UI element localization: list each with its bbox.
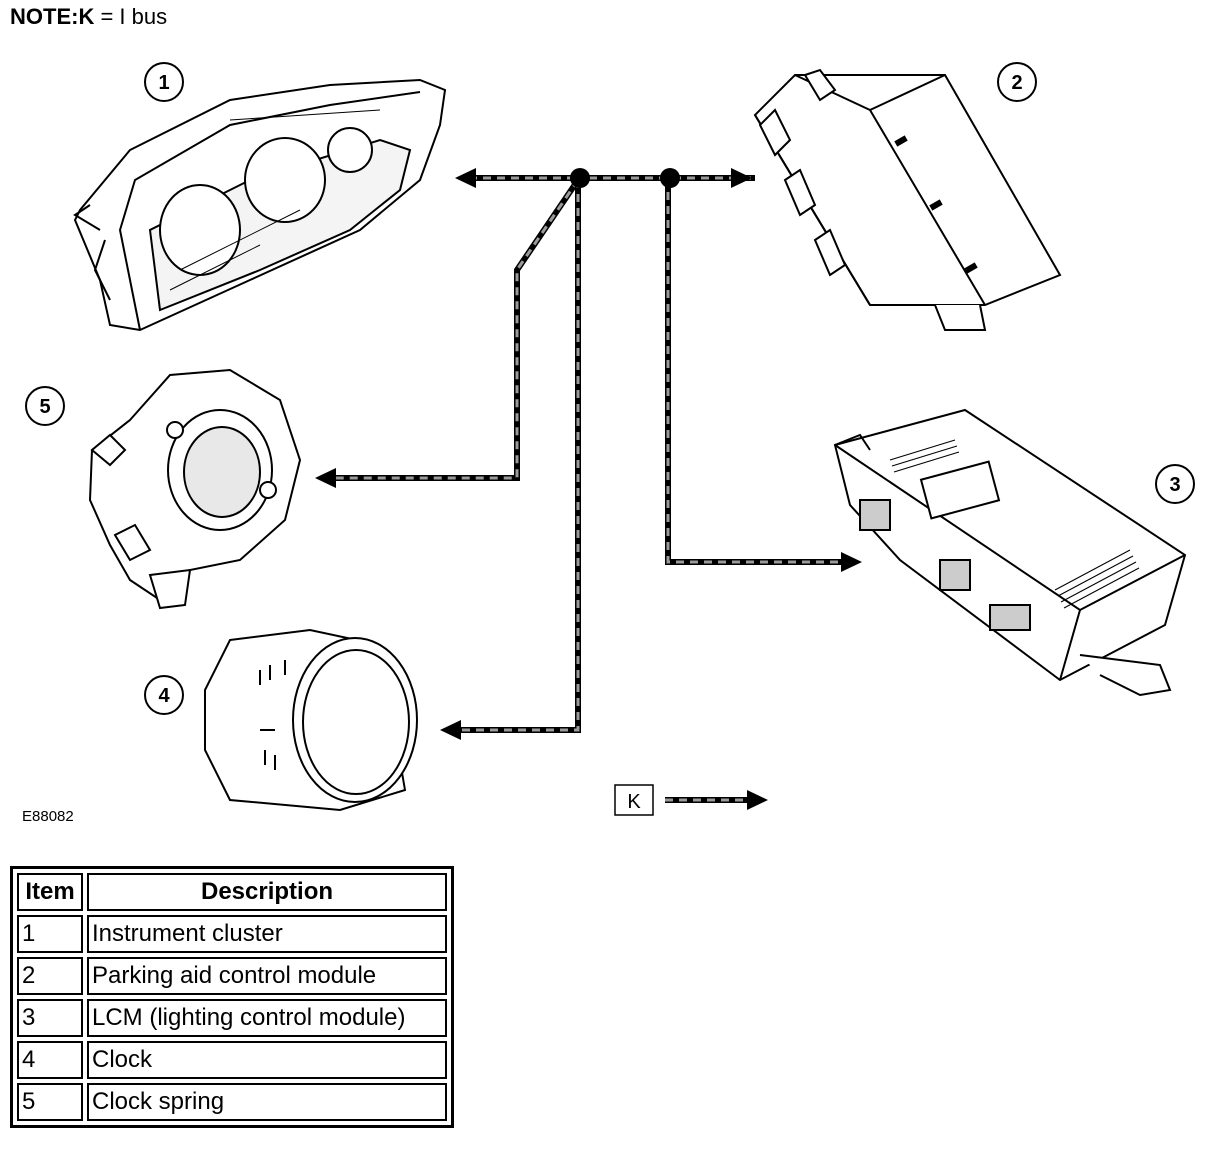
bus-node-right: [660, 168, 680, 188]
legend-table: Item Description 1 Instrument cluster 2 …: [10, 866, 454, 1128]
legend-item-description: Parking aid control module: [87, 957, 447, 995]
bus-diagram: 1 2 3 4 5 K E88082: [22, 62, 1195, 825]
key-box-label: K: [627, 791, 641, 813]
legend-item-number: 5: [17, 1083, 83, 1121]
bus-node-left: [570, 168, 590, 188]
note-key: K: [78, 4, 95, 29]
instrument-cluster-drawing: [73, 78, 447, 332]
arrow-to-clock: [440, 720, 461, 740]
callout-1-label: 1: [158, 72, 169, 94]
clock-spring-drawing: [88, 368, 302, 610]
legend-header-description: Description: [87, 873, 447, 911]
legend-item-description: Clock spring: [87, 1083, 447, 1121]
legend-item-number: 4: [17, 1041, 83, 1079]
table-row: 1 Instrument cluster: [17, 915, 447, 953]
legend-item-description: LCM (lighting control module): [87, 999, 447, 1037]
callout-5-label: 5: [39, 396, 50, 418]
arrow-to-parking-module: [731, 168, 752, 188]
legend-header-item: Item: [17, 873, 83, 911]
callout-2: 2: [997, 62, 1037, 102]
callout-3: 3: [1155, 464, 1195, 504]
table-row: 5 Clock spring: [17, 1083, 447, 1121]
arrow-to-cluster: [455, 168, 476, 188]
lighting-control-module-drawing: [833, 408, 1187, 697]
callout-3-label: 3: [1169, 474, 1180, 496]
legend-item-description: Clock: [87, 1041, 447, 1079]
table-row: 2 Parking aid control module: [17, 957, 447, 995]
legend-item-number: 1: [17, 915, 83, 953]
legend-item-description: Instrument cluster: [87, 915, 447, 953]
note-text: = I bus: [94, 4, 168, 29]
legend-header-row: Item Description: [17, 873, 447, 911]
table-row: 3 LCM (lighting control module): [17, 999, 447, 1037]
callout-2-label: 2: [1011, 72, 1022, 94]
legend-item-number: 2: [17, 957, 83, 995]
clock-drawing: [204, 628, 418, 812]
parking-aid-module-drawing: [753, 68, 1062, 331]
key-arrow: [747, 790, 768, 810]
note: NOTE:K = I bus: [10, 4, 167, 30]
table-row: 4 Clock: [17, 1041, 447, 1079]
arrow-to-lcm: [841, 552, 862, 572]
callout-4-label: 4: [158, 685, 170, 707]
callout-5: 5: [25, 386, 65, 426]
note-label: NOTE:: [10, 4, 79, 29]
callout-1: 1: [144, 62, 184, 102]
key-legend: K: [614, 784, 654, 816]
figure-id: E88082: [22, 808, 74, 825]
callout-4: 4: [144, 675, 184, 715]
arrow-to-clock-spring: [315, 468, 336, 488]
bus-lines: [315, 168, 862, 810]
legend-item-number: 3: [17, 999, 83, 1037]
